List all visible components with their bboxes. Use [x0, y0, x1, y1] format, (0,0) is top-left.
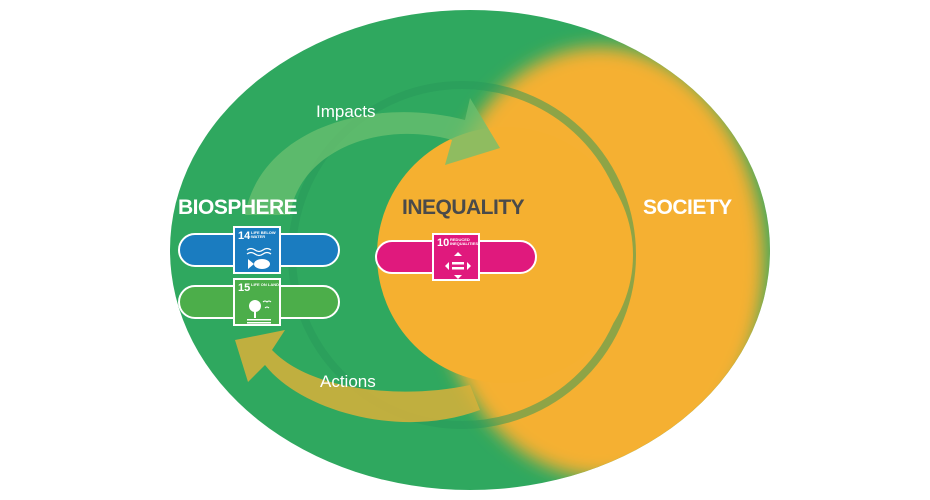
impacts-arrow [245, 98, 500, 215]
arrows-equal-icon [445, 252, 471, 279]
sdg14-tile: 14 LIFE BELOW WATER [233, 226, 281, 274]
biosphere-label: BIOSPHERE [178, 196, 298, 219]
sdg15-title: LIFE ON LAND [251, 282, 279, 287]
sdg14-title: LIFE BELOW WATER [251, 230, 276, 239]
sdg10-number: 10 [437, 237, 450, 249]
actions-arrow [235, 330, 480, 423]
fish-icon [246, 247, 272, 269]
society-label: SOCIETY [643, 196, 732, 219]
inequality-label: INEQUALITY [402, 196, 525, 219]
sdg10-title: REDUCED INEQUALITIES [450, 237, 479, 246]
tree-icon [247, 300, 272, 324]
sdg15-tile: 15 LIFE ON LAND [233, 278, 281, 326]
sdg15-number: 15 [238, 282, 251, 294]
sdg14-number: 14 [238, 230, 251, 242]
actions-label: Actions [320, 372, 376, 391]
impacts-label: Impacts [316, 102, 376, 121]
sdg10-tile: 10 REDUCED INEQUALITIES [432, 233, 480, 281]
